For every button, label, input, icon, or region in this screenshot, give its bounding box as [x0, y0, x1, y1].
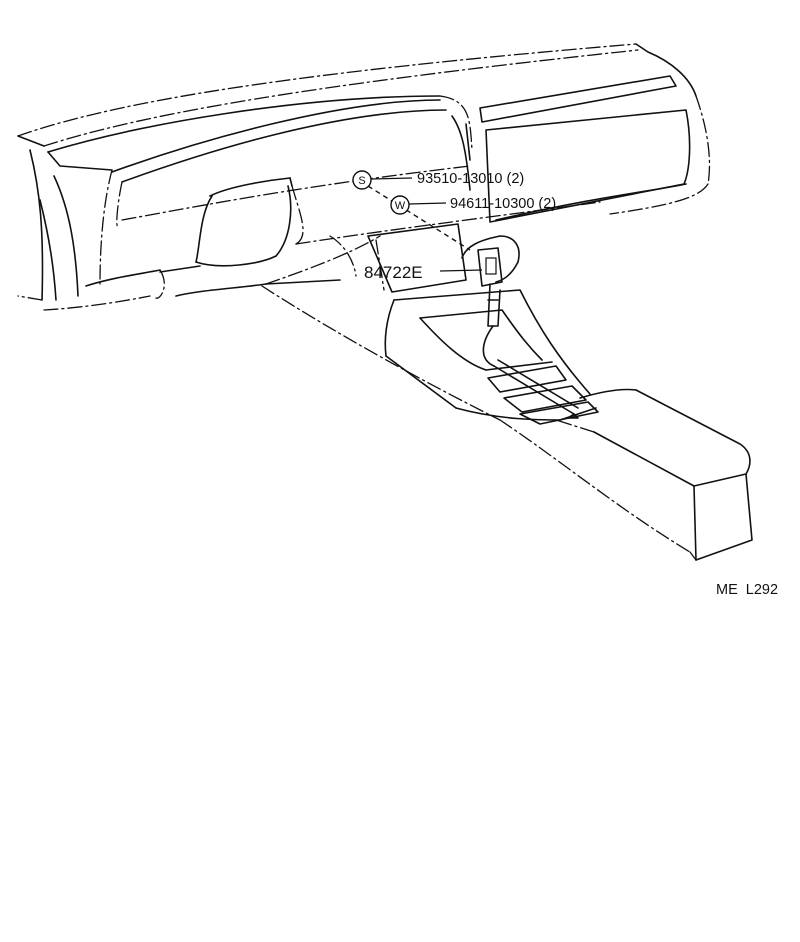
switch-assembly: [461, 235, 579, 419]
callout-washer-part-number: 94611-10300 (2): [450, 196, 556, 212]
figure-code: ME L292: [716, 582, 778, 598]
callout-washer: W 94611-10300 (2): [390, 195, 556, 215]
callout-screw: S 93510-13010 (2): [352, 170, 524, 251]
main-part-number: 84722E: [364, 263, 423, 282]
callout-washer-symbol: W: [395, 200, 406, 212]
callout-main-part: 84722E: [364, 263, 483, 282]
center-console: [261, 223, 753, 561]
callout-screw-part-number: 93510-13010 (2): [417, 171, 524, 187]
dashboard-outline: [17, 43, 711, 311]
callout-screw-symbol: S: [358, 175, 365, 187]
